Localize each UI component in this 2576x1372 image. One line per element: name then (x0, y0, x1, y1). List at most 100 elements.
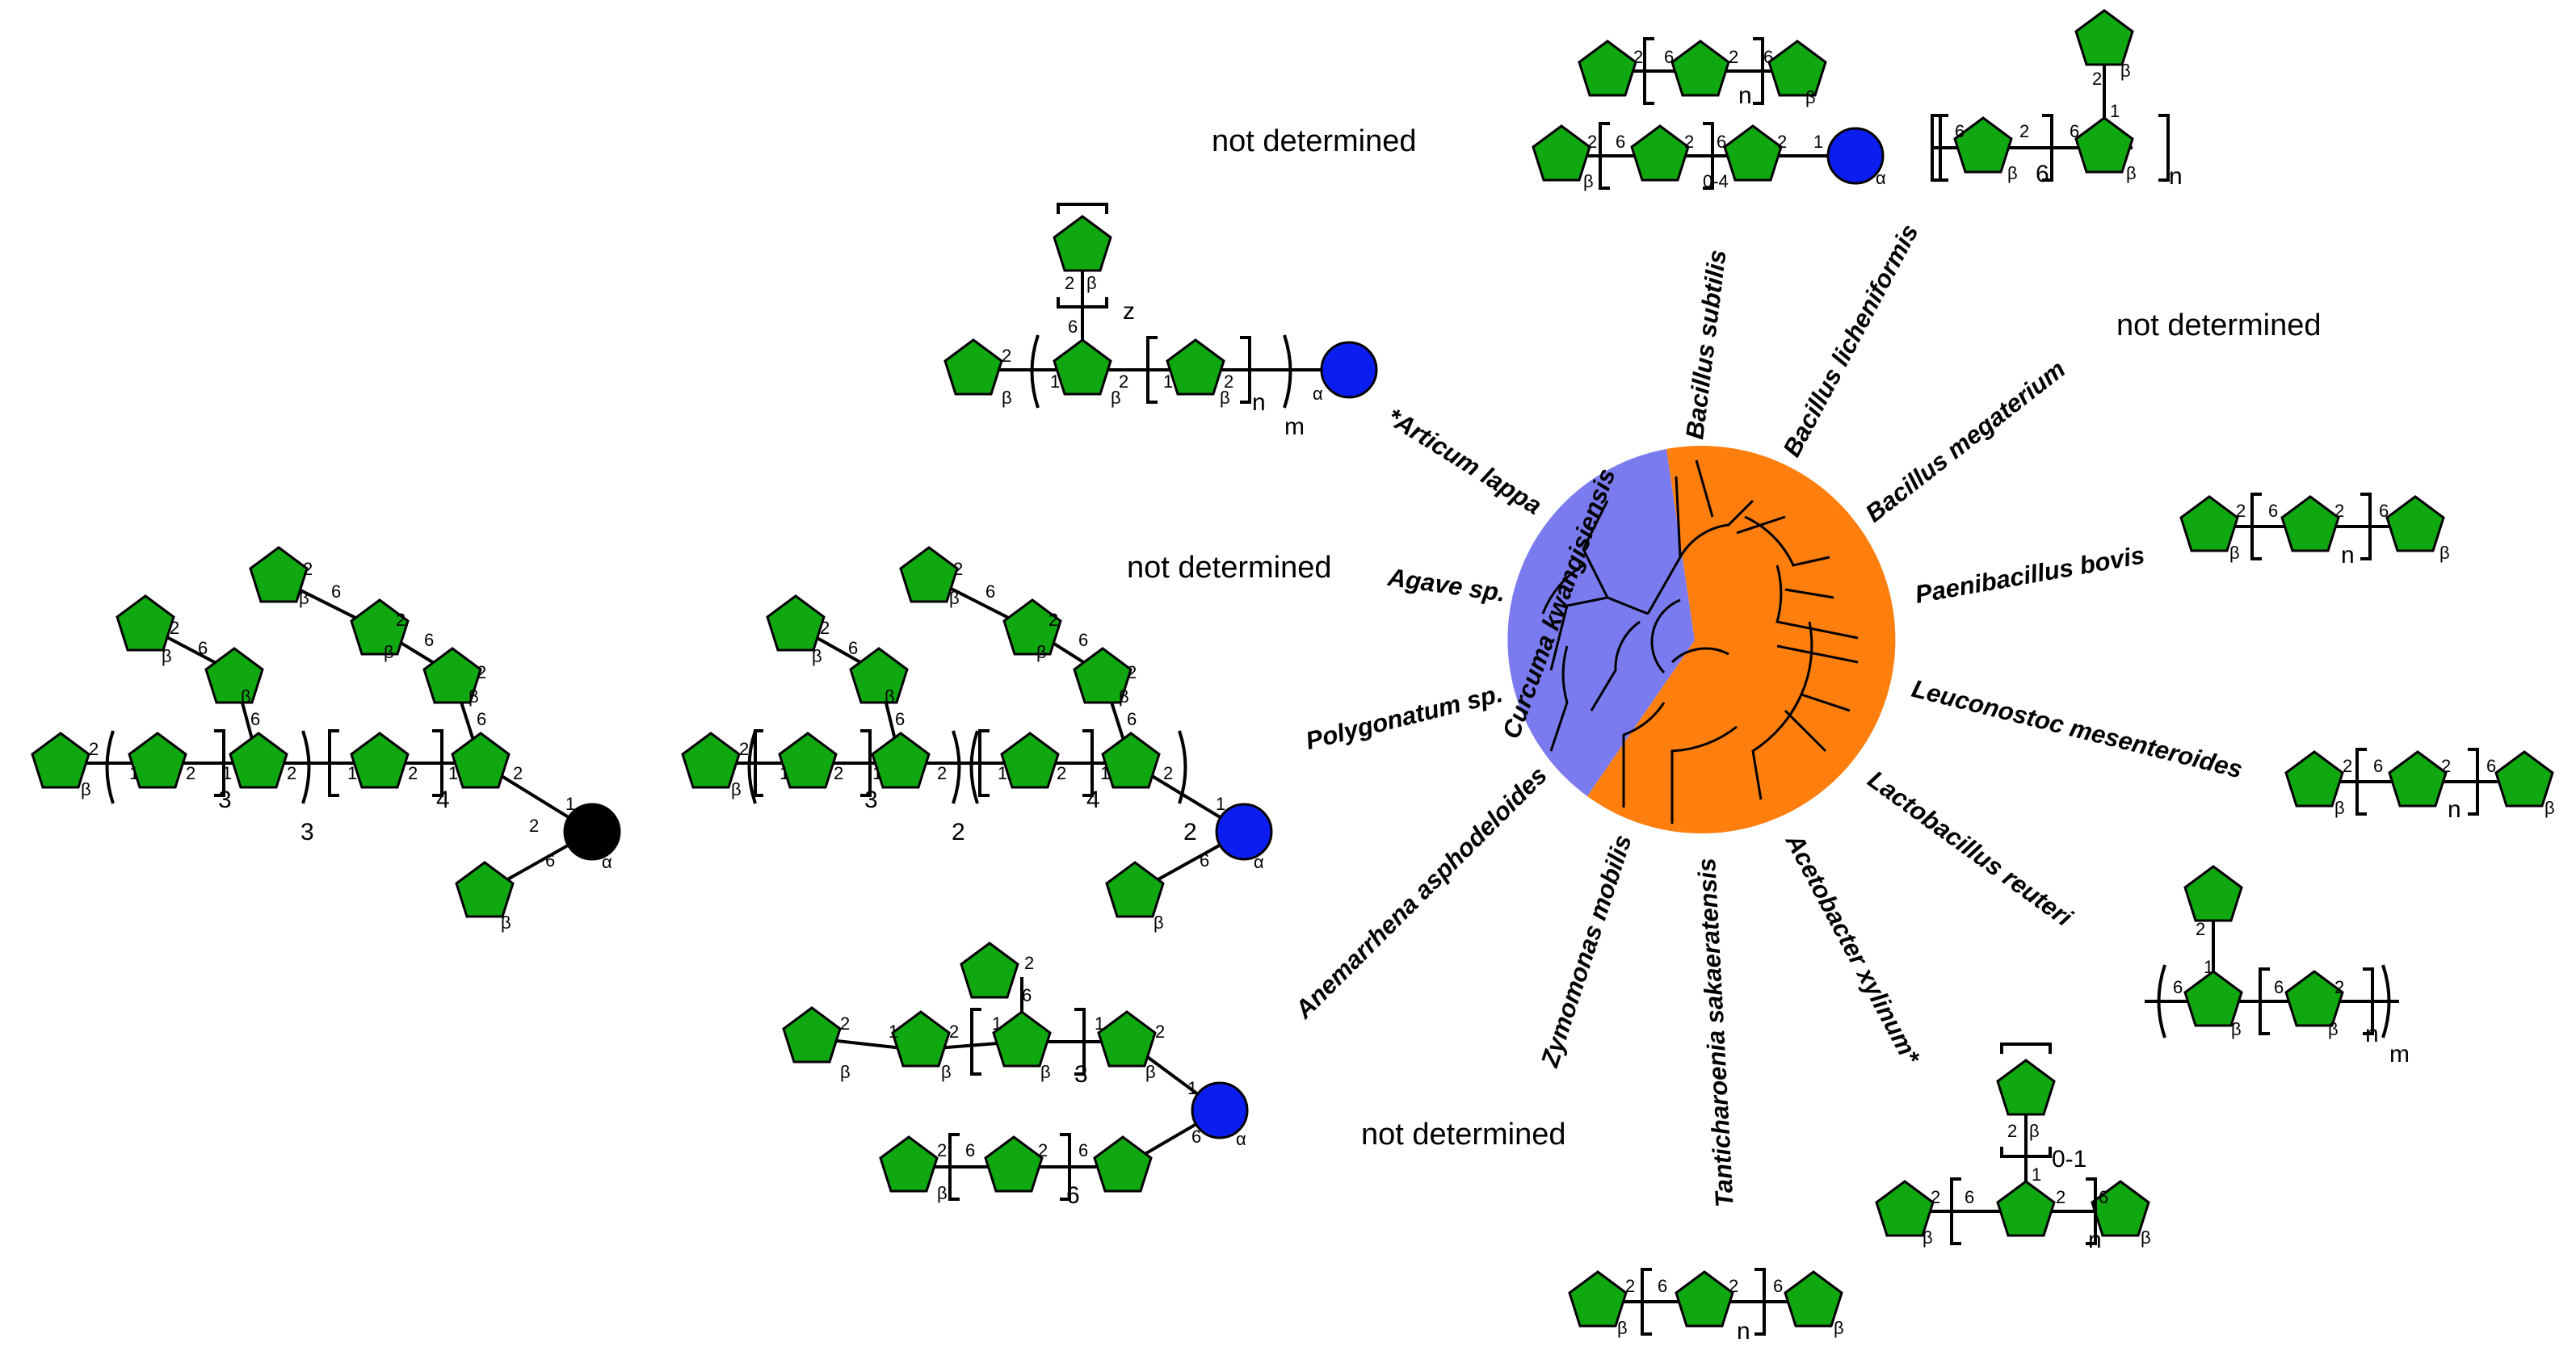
linkage-label: n (1738, 82, 1752, 109)
fructose-icon (229, 732, 288, 789)
fructose-icon (451, 732, 511, 789)
fructose-icon (1000, 732, 1060, 789)
linkage-label: β (949, 588, 960, 608)
linkage-label: β (937, 1183, 948, 1203)
linkage-label: 6 (2373, 756, 2383, 776)
linkage-label: 2 (1163, 763, 1173, 783)
structure-bacillus-subtilis: 2 6 2 6 n β 2 β 6 2 0-4 6 2 1 α (1532, 37, 1886, 191)
linkage-label: 2 (2019, 121, 2029, 141)
linkage-label: 2 (1057, 763, 1066, 783)
linkage-label: 6 (2173, 977, 2183, 997)
linkage-label: n (2341, 542, 2355, 569)
fructose-icon (2074, 116, 2134, 174)
fructose-icon (1630, 124, 1690, 182)
fructose-icon (1670, 40, 1730, 97)
linkage-label: 2 (1183, 819, 1197, 845)
linkage-label: 6 (1078, 630, 1088, 650)
linkage-label: 2 (834, 763, 843, 783)
linkage-label: 1 (2204, 957, 2213, 977)
linkage-label: β (1923, 1227, 1933, 1248)
linkage-label: β (2126, 163, 2137, 183)
linkage-label: β (731, 779, 742, 799)
linkage-label: 1 (1095, 1013, 1104, 1034)
fructose-icon (1105, 861, 1165, 918)
linkage-label: 2 (937, 763, 947, 783)
linkage-label: 6 (1965, 1187, 1974, 1207)
fructose-icon (766, 594, 826, 652)
linkage-label: 6 (424, 630, 434, 650)
linkage-label: β (941, 1062, 952, 1082)
linkage-label: 1 (872, 763, 882, 783)
fructose-icon (782, 1006, 842, 1064)
linkage-label: 6 (331, 581, 341, 602)
fructose-icon (943, 338, 1003, 396)
fructose-icon (1532, 124, 1591, 182)
structure-agave-black-core: 2 β 1 2 3 1 2 3 1 2 4 1 2 2 1 6 α 6 β 6 … (31, 546, 621, 933)
linkage-label: β (241, 686, 251, 707)
linkage-label: β (2328, 1019, 2339, 1039)
linkage-label: 2 (89, 739, 99, 759)
linkage-label: 1 (2110, 101, 2120, 121)
linkage-label: 4 (436, 787, 450, 813)
linkage-label: 2 (953, 559, 963, 579)
species-label: Bacillus megaterium (1860, 355, 2070, 527)
fructose-icon (2385, 495, 2445, 552)
linkage-label: 6 (848, 638, 858, 658)
linkage-label: 2 (529, 816, 539, 836)
linkage-label: 2 (1633, 47, 1643, 67)
linkage-label: 2 (477, 662, 486, 682)
linkage-label: 2 (2092, 69, 2102, 89)
linkage-label: 1 (1216, 794, 1225, 814)
linkage-label: 1 (2032, 1164, 2041, 1185)
not-determined-label: not determined (1127, 551, 1332, 585)
linkage-label: 1 (347, 763, 357, 783)
linkage-label: 2 (1065, 273, 1074, 293)
linkage-label: n (2365, 1021, 2379, 1047)
linkage-label: 2 (937, 1140, 947, 1160)
linkage-label: 2 (1729, 1276, 1738, 1296)
phylogenetic-tree (1507, 446, 1896, 834)
linkage-label: α (1876, 168, 1886, 188)
linkage-label: n (1737, 1318, 1750, 1345)
linkage-label: β (885, 686, 895, 707)
linkage-label: 0-4 (1703, 171, 1729, 191)
linkage-label: β (1805, 87, 1816, 107)
fructose-icon (1101, 732, 1161, 789)
species-label: Leuconostoc mesenteroides (1909, 674, 2245, 784)
linkage-label: 2 (1684, 132, 1694, 152)
structure-anemarrhena: 2 β 1 2 β 1 2 6 β 3 1 2 β 1 6 α 2 β 6 2 … (782, 942, 1249, 1209)
linkage-label: m (1284, 413, 1305, 440)
fructose-icon (1723, 124, 1783, 182)
linkage-label: β (81, 779, 91, 799)
linkage-label: 2 (1625, 1276, 1635, 1296)
linkage-label: β (1834, 1318, 1844, 1338)
bacteria-clade-sector (1587, 446, 1896, 834)
fructose-icon (984, 1135, 1044, 1193)
linkage-label: 6 (2099, 1187, 2108, 1207)
linkage-label: 2 (170, 618, 179, 638)
linkage-label: α (1236, 1129, 1246, 1149)
linkage-label: 6 (1200, 850, 1209, 871)
linkage-label: 6 (1127, 709, 1137, 729)
fructose-icon (350, 732, 410, 789)
linkage-label: 2 (2007, 1121, 2017, 1141)
structure-leuconostoc: 2 β 6 2 n 6 β (2284, 748, 2555, 823)
structure-lactobacillus: 2 1 6 β 6 2 β n m (2145, 865, 2410, 1068)
glucose-icon (563, 803, 621, 861)
linkage-label: 2 (2056, 1187, 2065, 1207)
species-label: Polygonatum sp. (1303, 679, 1506, 755)
linkage-label: 3 (1074, 1061, 1088, 1088)
linkage-label: 2 (287, 763, 296, 783)
linkage-label: 2 (408, 763, 418, 783)
fructose-icon (1097, 1010, 1157, 1068)
linkage-label: α (1254, 852, 1264, 872)
linkage-label: β (1617, 1318, 1628, 1338)
linkage-label: α (1313, 384, 1323, 404)
linkage-label: β (1036, 642, 1047, 662)
linkage-label: β (2141, 1227, 2151, 1248)
linkage-label: 6 (2274, 977, 2284, 997)
structure-paenibacillus-bovis: 2 β 6 2 n 6 β (2179, 493, 2450, 569)
linkage-label: 6 (1773, 1276, 1783, 1296)
linkage-label: β (501, 913, 511, 933)
